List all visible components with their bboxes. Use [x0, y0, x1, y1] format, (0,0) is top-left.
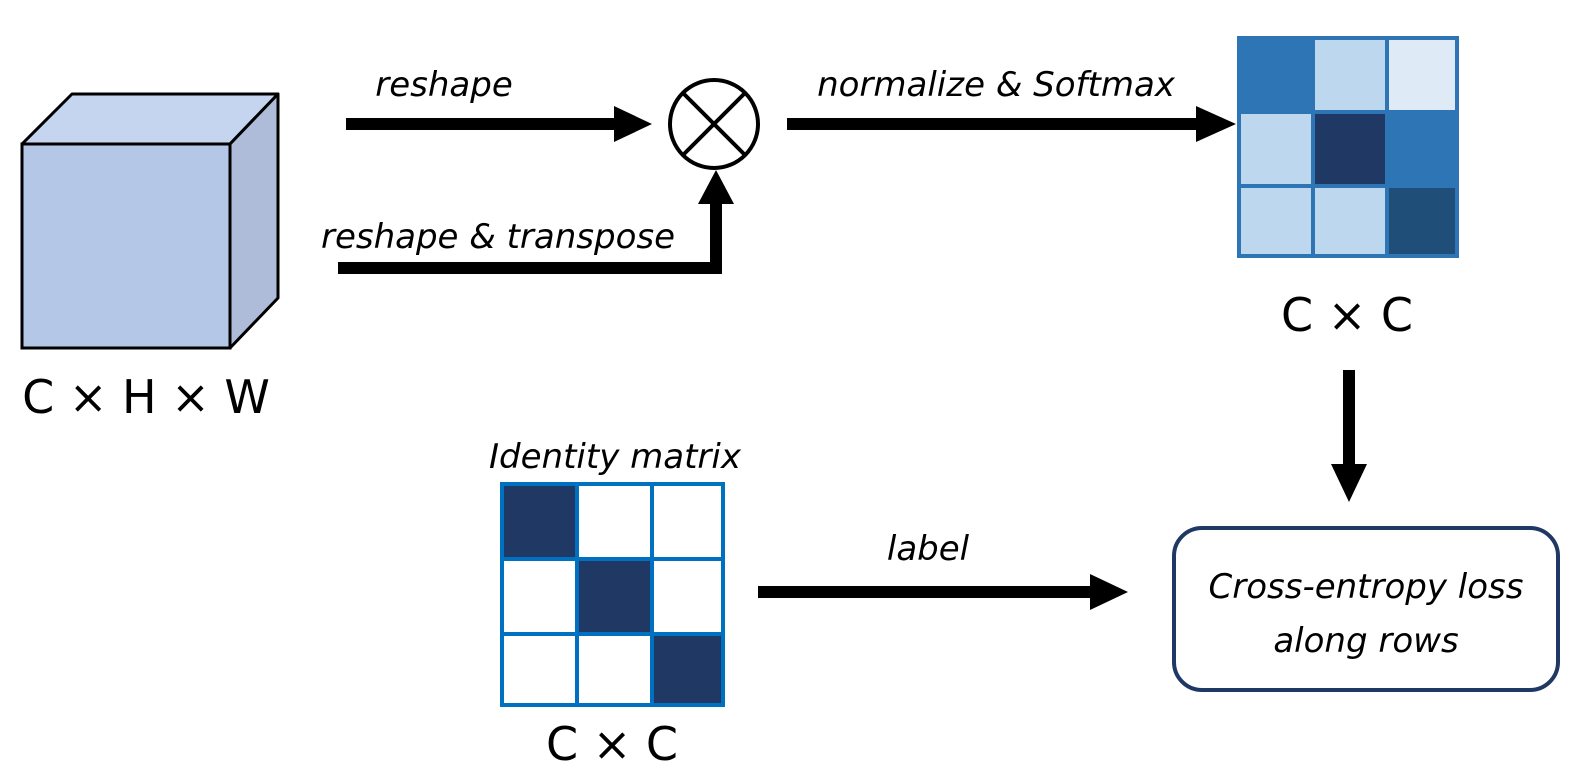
to-loss-arrow	[1331, 370, 1367, 502]
cube-front-face	[20, 142, 232, 350]
softmax-matrix-cell-1-2	[1389, 114, 1455, 184]
normalize-softmax-arrow	[787, 106, 1236, 142]
loss-line-2: along rows	[1273, 621, 1458, 661]
label-edge-label: label	[887, 529, 970, 569]
loss-line-1: Cross-entropy loss	[1209, 567, 1524, 607]
multiply-operator-icon	[668, 78, 760, 170]
identity-matrix-cell-1-1	[579, 561, 650, 632]
reshape-transpose-arrow	[338, 170, 734, 274]
softmax-matrix	[1237, 36, 1459, 258]
label-arrow	[758, 574, 1128, 610]
reshape-label: reshape	[375, 65, 513, 105]
softmax-matrix-cell-2-0	[1241, 188, 1311, 254]
reshape-arrow	[346, 106, 652, 142]
identity-matrix-cell-2-0	[504, 636, 575, 703]
softmax-matrix-cell-1-0	[1241, 114, 1311, 184]
softmax-matrix-cell-2-2	[1389, 188, 1455, 254]
identity-matrix-cell-1-0	[504, 561, 575, 632]
identity-matrix-cell-0-2	[654, 486, 721, 557]
identity-matrix-cell-0-1	[579, 486, 650, 557]
input-tensor-cube	[20, 92, 280, 350]
loss-box: Cross-entropy loss along rows	[1172, 526, 1560, 692]
input-dimension-label: C × H × W	[22, 370, 270, 424]
identity-matrix-cell-2-1	[579, 636, 650, 703]
identity-matrix-cell-1-2	[654, 561, 721, 632]
identity-matrix-cell-2-2	[654, 636, 721, 703]
identity-matrix-cell-0-0	[504, 486, 575, 557]
identity-dimension-label: C × C	[546, 717, 678, 771]
softmax-dimension-label: C × C	[1281, 288, 1413, 342]
softmax-matrix-cell-1-1	[1315, 114, 1385, 184]
identity-matrix-title: Identity matrix	[489, 437, 742, 477]
reshape-transpose-label: reshape & transpose	[321, 217, 675, 257]
softmax-matrix-cell-0-1	[1315, 40, 1385, 110]
softmax-matrix-cell-0-2	[1389, 40, 1455, 110]
softmax-matrix-cell-0-0	[1241, 40, 1311, 110]
identity-matrix	[500, 482, 725, 707]
softmax-matrix-cell-2-1	[1315, 188, 1385, 254]
normalize-softmax-label: normalize & Softmax	[817, 65, 1176, 105]
